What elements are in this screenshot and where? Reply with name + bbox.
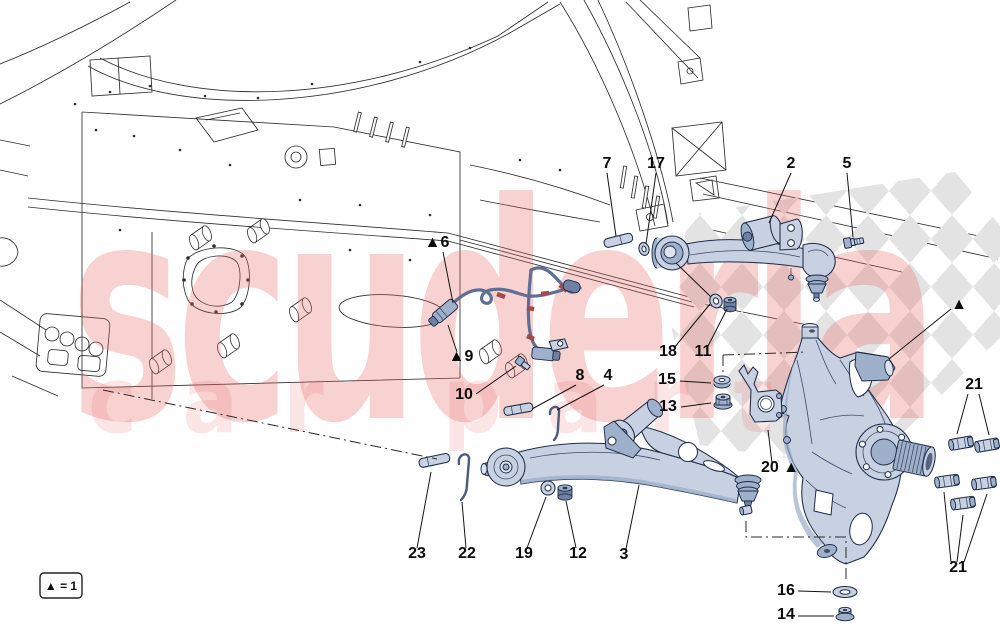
- callout-2[interactable]: 2: [768, 155, 796, 224]
- pin-8: [503, 402, 534, 416]
- callout-15[interactable]: 15: [658, 371, 712, 388]
- svg-text:15: 15: [658, 371, 676, 388]
- nut-14: [835, 606, 855, 622]
- svg-text:22: 22: [458, 545, 476, 562]
- svg-text:21: 21: [965, 376, 983, 393]
- wheel-hub: [855, 423, 936, 481]
- callout-21-bottom[interactable]: 21: [943, 491, 988, 576]
- callout-triangle-1[interactable]: ▲: [888, 296, 967, 360]
- svg-text:▲9: ▲9: [449, 348, 474, 365]
- nut-11: [723, 296, 737, 313]
- callout-20[interactable]: 20 ▲: [761, 429, 799, 476]
- callout-6[interactable]: ▲6: [425, 234, 454, 304]
- washer-17: [638, 242, 650, 256]
- svg-text:8: 8: [576, 367, 585, 384]
- svg-text:4: 4: [604, 367, 613, 384]
- sensor-bracket: [738, 364, 783, 423]
- svg-text:18: 18: [659, 343, 677, 360]
- svg-text:17: 17: [647, 155, 665, 172]
- callout-19[interactable]: 19: [515, 496, 547, 562]
- callout-10[interactable]: 10: [455, 365, 517, 403]
- clip-22: [457, 453, 471, 502]
- abs-sensor-rear: [531, 338, 569, 362]
- callout-3[interactable]: 3: [620, 484, 640, 563]
- callout-22[interactable]: 22: [458, 501, 476, 562]
- svg-text:23: 23: [408, 545, 426, 562]
- svg-text:14: 14: [777, 606, 795, 623]
- washer-16: [832, 585, 858, 599]
- callout-5[interactable]: 5: [843, 155, 854, 238]
- washer-15: [713, 375, 731, 389]
- clip-4: [548, 405, 561, 442]
- svg-text:21: 21: [949, 559, 967, 576]
- watermark-subtitle: car parts: [88, 347, 912, 454]
- svg-text:▲ = 1: ▲ = 1: [45, 579, 78, 593]
- upper-arm-rear-bushing: [740, 215, 784, 251]
- nut-12: [557, 484, 573, 501]
- lower-arm-rear-bushing: [603, 398, 664, 459]
- hub-threaded-snout: [892, 439, 936, 477]
- callout-8[interactable]: 8: [531, 367, 585, 410]
- lower-arm-front-bushing: [480, 447, 526, 487]
- callouts: 7 17 2 5 ▲6 ▲9 10 8 4 18: [408, 155, 990, 623]
- svg-text:10: 10: [455, 386, 473, 403]
- spacer-21: [970, 475, 998, 491]
- harness-grommet: [562, 279, 581, 294]
- abs-sensor-harness: [428, 266, 582, 362]
- washer-18: [709, 293, 723, 309]
- callout-14[interactable]: 14: [777, 606, 834, 623]
- svg-text:11: 11: [695, 343, 712, 360]
- spacer-21: [947, 435, 975, 452]
- callout-23[interactable]: 23: [408, 471, 432, 562]
- bolt-5: [843, 237, 865, 249]
- svg-text:▲: ▲: [951, 296, 967, 313]
- svg-text:car parts: car parts: [88, 347, 912, 454]
- svg-text:▲6: ▲6: [425, 234, 450, 251]
- svg-text:20 ▲: 20 ▲: [761, 459, 799, 476]
- svg-text:19: 19: [515, 545, 533, 562]
- pin-7: [603, 232, 634, 248]
- fasteners: [418, 232, 1000, 622]
- wheel-knuckle: [779, 323, 903, 565]
- svg-text:12: 12: [569, 545, 587, 562]
- callout-21-top[interactable]: 21: [956, 376, 990, 436]
- callout-4[interactable]: 4: [556, 367, 613, 411]
- svg-text:16: 16: [777, 582, 795, 599]
- nut-13: [713, 393, 733, 410]
- svg-text:7: 7: [603, 155, 612, 172]
- pin-23: [418, 453, 451, 468]
- spacer-21: [973, 437, 1000, 454]
- callout-13[interactable]: 13: [659, 398, 712, 415]
- bolt-10: [514, 355, 531, 371]
- svg-text:5: 5: [843, 155, 852, 172]
- upper-control-arm: [651, 215, 836, 302]
- callout-18[interactable]: 18: [659, 303, 711, 360]
- abs-sensor-front: [428, 298, 459, 327]
- construction-lines: [102, 262, 847, 583]
- callout-16[interactable]: 16: [777, 582, 832, 599]
- callout-9[interactable]: ▲9: [447, 324, 474, 365]
- callout-7[interactable]: 7: [603, 155, 617, 237]
- spacer-21: [933, 473, 961, 489]
- svg-text:3: 3: [620, 546, 629, 563]
- legend-box: ▲ = 1: [39, 572, 83, 599]
- callout-17[interactable]: 17: [645, 155, 665, 245]
- svg-text:13: 13: [659, 398, 677, 415]
- lower-ball-joint: [734, 474, 762, 516]
- washer-19: [540, 480, 556, 496]
- svg-text:2: 2: [787, 155, 796, 172]
- spacer-21: [949, 495, 977, 511]
- callout-12[interactable]: 12: [565, 500, 587, 562]
- callout-11[interactable]: 11: [695, 308, 728, 360]
- lower-control-arm: [480, 398, 762, 516]
